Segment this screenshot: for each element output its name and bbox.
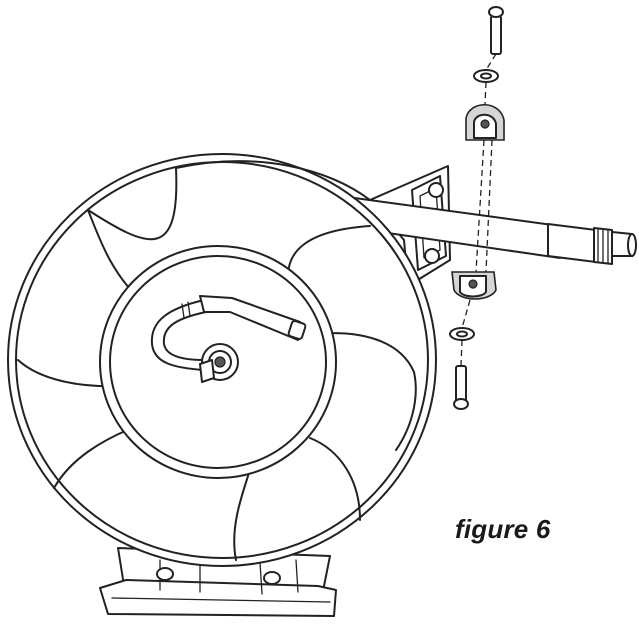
base-bracket	[99, 547, 337, 617]
lower-clamp	[451, 271, 497, 300]
upper-washer	[473, 69, 499, 83]
assembly-guide-lines	[460, 53, 497, 367]
upper-clamp	[465, 104, 505, 141]
hub-fitting	[199, 343, 239, 383]
axle-shaft	[339, 195, 637, 265]
lower-bolt	[453, 365, 469, 410]
figure-caption: figure 6	[455, 514, 551, 544]
lower-washer	[449, 327, 475, 341]
inner-hose	[150, 295, 307, 371]
upper-bolt	[488, 6, 504, 55]
